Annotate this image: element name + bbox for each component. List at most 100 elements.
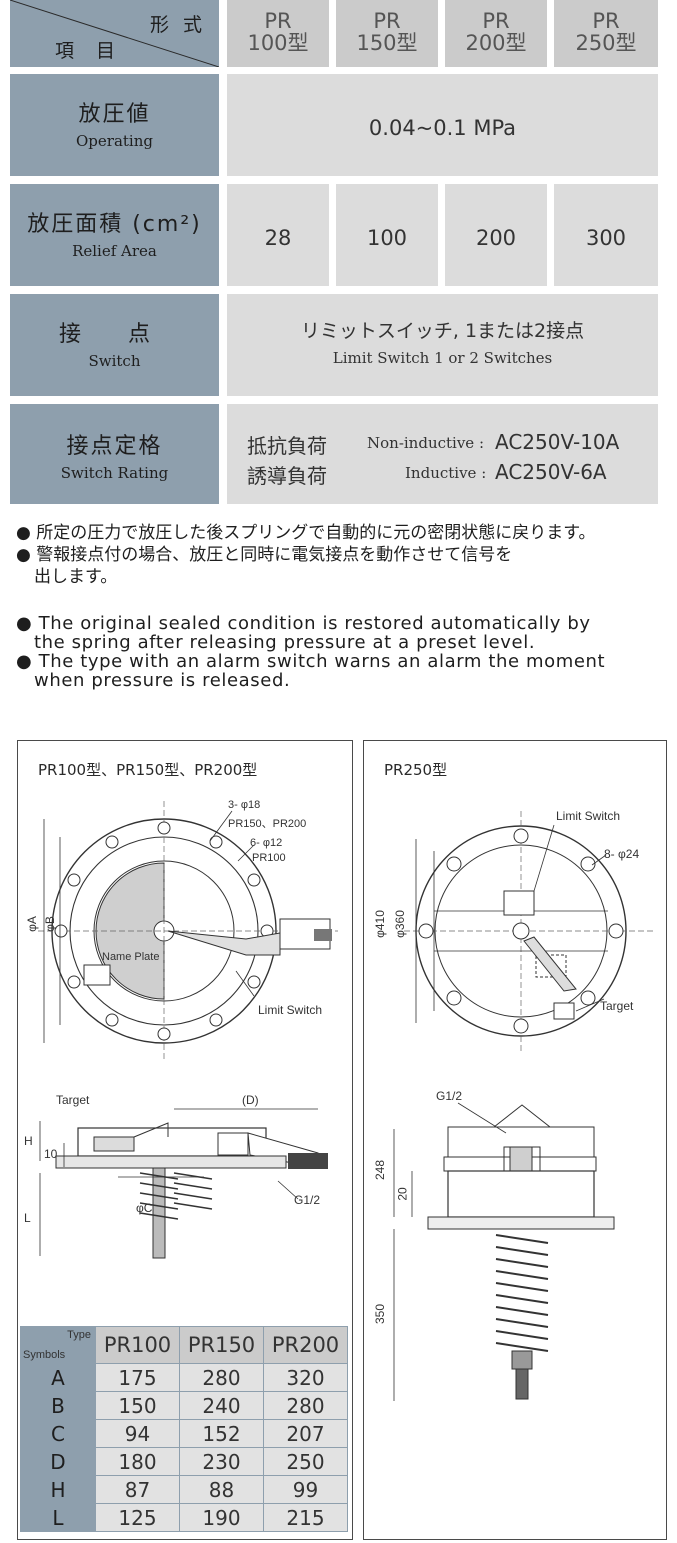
relief-area-value: 200 xyxy=(475,226,517,250)
note-jp-2: ● 警報接点付の場合、放圧と同時に電気接点を動作させて信号を xyxy=(16,545,513,565)
dim-248: 248 xyxy=(373,1159,388,1181)
switch-rating-value-cell: 抵抗負荷 Non-inductive : AC250V-10A 誘導負荷 Ind… xyxy=(227,404,658,504)
note-jp-1: ● 所定の圧力で放圧した後スプリングで自動的に元の密閉状態に戻ります。 xyxy=(16,523,596,543)
dim-row-d: D 180 230 250 xyxy=(20,1447,348,1476)
operating-value-cell: 0.04~0.1 MPa xyxy=(227,74,658,176)
model-header-line1: PR xyxy=(482,9,510,33)
operating-label-cell: 放圧値 Operating xyxy=(10,74,219,176)
dim-row-h: H 87 88 99 xyxy=(20,1475,348,1504)
dim-d-label: (D) xyxy=(242,1093,259,1107)
g12-label-right: G1/2 xyxy=(436,1089,463,1103)
target-label-right: Target xyxy=(600,999,634,1013)
note-en-3-text: The type with an alarm switch warns an a… xyxy=(38,651,606,672)
dim-value: 150 xyxy=(95,1391,180,1420)
dim-20: 20 xyxy=(395,1187,410,1201)
relief-area-pr150: 100 xyxy=(336,184,438,286)
dim-value: 280 xyxy=(179,1363,264,1392)
target-label-left: Target xyxy=(56,1093,90,1107)
note-en-4: when pressure is released. xyxy=(34,670,291,691)
rating-inductive-en: Inductive : xyxy=(405,464,487,482)
dim-value: 250 xyxy=(263,1447,348,1476)
dim-model-header: PR200 xyxy=(263,1326,348,1364)
relief-area-pr100: 28 xyxy=(227,184,329,286)
callout-holes-1b: PR150、PR200 xyxy=(228,818,307,830)
dim-10-label: 10 xyxy=(44,1147,58,1161)
model-header-line2: 200型 xyxy=(465,31,527,55)
dim-phi-a: φA xyxy=(24,916,39,932)
dim-value: 175 xyxy=(95,1363,180,1392)
relief-area-pr200: 200 xyxy=(445,184,547,286)
drawing-panel-pr250: PR250型 xyxy=(363,740,667,1540)
dim-value: 94 xyxy=(95,1419,180,1448)
rating-resistive-en: Non-inductive : xyxy=(367,434,485,452)
notes-japanese: ● 所定の圧力で放圧した後スプリングで自動的に元の密閉状態に戻ります。 ● 警報… xyxy=(16,522,666,588)
dim-symbol: C xyxy=(20,1419,96,1448)
dim-phi-c: φC xyxy=(136,1201,153,1215)
model-header-line1: PR xyxy=(373,9,401,33)
rating-resistive-value: AC250V-10A xyxy=(495,430,620,454)
dim-symbol: D xyxy=(20,1447,96,1476)
limit-switch-label: Limit Switch xyxy=(258,1003,323,1017)
dim-value: 152 xyxy=(179,1419,264,1448)
holes-label-right: 8- φ24 xyxy=(604,847,640,861)
model-header-line2: 100型 xyxy=(247,31,309,55)
note-jp-3: 出します。 xyxy=(34,567,118,587)
dim-value: 230 xyxy=(179,1447,264,1476)
switch-rating-label-jp: 接点定格 xyxy=(66,434,163,459)
corner-item-label: 項 目 xyxy=(55,40,124,62)
callout-holes-1a: 3- φ18 xyxy=(228,799,261,811)
model-header-line1: PR xyxy=(592,9,620,33)
relief-area-value: 28 xyxy=(264,226,292,250)
note-jp-1-text: 所定の圧力で放圧した後スプリングで自動的に元の密閉状態に戻ります。 xyxy=(36,523,596,543)
note-en-1: ● The original sealed condition is resto… xyxy=(16,613,591,634)
switch-value-cell: リミットスイッチ, 1または2接点 Limit Switch 1 or 2 Sw… xyxy=(227,294,658,396)
note-en-3: ● The type with an alarm switch warns an… xyxy=(16,651,606,672)
dim-l-label: L xyxy=(24,1211,31,1225)
model-header-pr200: PR 200型 xyxy=(445,0,547,67)
switch-label-jp: 接 点 xyxy=(59,322,170,347)
model-header-pr150: PR 150型 xyxy=(336,0,438,67)
drawing-panel-pr100-200: PR100型、PR150型、PR200型 xyxy=(17,740,353,1540)
type-symbols-corner: Type Symbols xyxy=(20,1326,96,1364)
corner-type-label: 形 式 xyxy=(150,14,207,36)
dim-value: 207 xyxy=(263,1419,348,1448)
note-en-1-text: The original sealed condition is restore… xyxy=(38,613,591,634)
model-header-pr250: PR 250型 xyxy=(554,0,658,67)
dim-phi-410: φ410 xyxy=(372,910,387,938)
type-label: Type xyxy=(67,1329,91,1341)
dim-value: 88 xyxy=(179,1475,264,1504)
dim-value: 180 xyxy=(95,1447,180,1476)
dim-value: 125 xyxy=(95,1503,180,1532)
dim-row-c: C 94 152 207 xyxy=(20,1419,348,1448)
dim-value: 320 xyxy=(263,1363,348,1392)
dimension-table: Type Symbols PR100 PR150 PR200 A 175 280… xyxy=(20,1326,348,1532)
g12-label-left: G1/2 xyxy=(294,1193,321,1207)
dim-symbol: H xyxy=(20,1475,96,1504)
switch-value-jp: リミットスイッチ, 1または2接点 xyxy=(300,320,585,342)
rating-resistive-jp: 抵抗負荷 xyxy=(247,434,327,458)
dim-h-label: H xyxy=(24,1134,33,1148)
drawing-left-title: PR100型、PR150型、PR200型 xyxy=(38,761,258,779)
model-header-line1: PR xyxy=(264,9,292,33)
relief-area-label-jp: 放圧面積 (cm²) xyxy=(27,212,202,237)
switch-value-en: Limit Switch 1 or 2 Switches xyxy=(332,349,553,367)
callout-holes-2b: PR100 xyxy=(252,852,286,864)
dim-row-b: B 150 240 280 xyxy=(20,1391,348,1420)
dim-value: 280 xyxy=(263,1391,348,1420)
model-header-line2: 250型 xyxy=(575,31,637,55)
symbols-label: Symbols xyxy=(23,1349,66,1361)
operating-label-en: Operating xyxy=(76,132,153,150)
dim-symbol: A xyxy=(20,1363,96,1392)
dim-table-header-row: Type Symbols PR100 PR150 PR200 xyxy=(20,1326,348,1364)
switch-rating-label-cell: 接点定格 Switch Rating xyxy=(10,404,219,504)
dim-value: 99 xyxy=(263,1475,348,1504)
relief-area-pr250: 300 xyxy=(554,184,658,286)
operating-label-jp: 放圧値 xyxy=(78,102,151,127)
dim-350: 350 xyxy=(373,1303,388,1325)
dim-value: 240 xyxy=(179,1391,264,1420)
switch-label-en: Switch xyxy=(88,352,141,370)
limit-switch-label-right: Limit Switch xyxy=(556,809,621,823)
drawing-right-title: PR250型 xyxy=(384,761,448,779)
callout-holes-2a: 6- φ12 xyxy=(250,837,283,849)
dim-symbol: L xyxy=(20,1503,96,1532)
